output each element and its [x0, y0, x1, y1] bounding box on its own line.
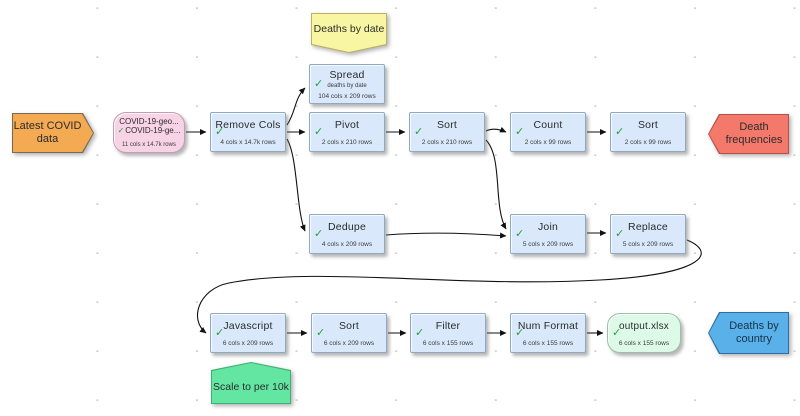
node-stats: 6 cols x 155 rows — [522, 340, 574, 347]
node-title: Replace — [628, 221, 668, 233]
node-count[interactable]: ✓ Count 2 cols x 99 rows — [510, 112, 586, 152]
flag-label: Death frequencies — [725, 121, 783, 146]
comment-scale-to-per-10k[interactable]: Scale to per 10k — [211, 362, 291, 404]
check-icon: ✓ — [414, 126, 424, 138]
check-icon: ✓ — [515, 126, 525, 138]
check-icon: ✓ — [314, 228, 324, 240]
node-stats: 6 cols x 209 rows — [222, 340, 274, 347]
check-icon: ✓ — [515, 327, 525, 339]
node-stats: 6 cols x 155 rows — [618, 340, 670, 347]
node-stats: 5 cols x 209 rows — [522, 241, 574, 248]
edge-sort-join — [485, 139, 507, 230]
node-title: output.xlsx — [618, 321, 669, 332]
flag-shape — [708, 312, 789, 354]
flag-label: Latest COVID data — [13, 120, 82, 145]
edge-replace-javascript — [197, 239, 702, 334]
node-pivot[interactable]: ✓ Pivot 2 cols x 210 rows — [309, 112, 385, 152]
edge-dedupe-join — [385, 232, 507, 239]
edge-removecols-spread — [286, 87, 306, 126]
note-shape — [311, 13, 387, 53]
check-icon: ✓ — [615, 126, 625, 138]
node-filter[interactable]: ✓ Filter 6 cols x 155 rows — [410, 313, 486, 353]
node-stats: 2 cols x 210 rows — [321, 139, 373, 146]
node-title: Dedupe — [328, 221, 366, 233]
check-icon: ✓ — [612, 327, 622, 339]
node-comment: deaths by date — [327, 83, 367, 89]
node-sort-1[interactable]: ✓ Sort 2 cols x 210 rows — [409, 112, 485, 152]
check-icon: ✓ — [117, 126, 125, 136]
node-stats: 6 cols x 155 rows — [422, 340, 474, 347]
node-javascript[interactable]: ✓ Javascript 6 cols x 209 rows — [210, 313, 286, 353]
flag-deaths-by-country[interactable]: Deaths by country — [708, 312, 789, 354]
node-title: Sort — [637, 119, 659, 131]
node-stats: 2 cols x 99 rows — [624, 139, 672, 146]
node-title: Filter — [435, 320, 461, 332]
node-title: Pivot — [334, 119, 360, 131]
edge-removecols-dedupe — [286, 138, 306, 232]
node-replace[interactable]: ✓ Replace 5 cols x 209 rows — [610, 214, 686, 254]
node-source-covid-data[interactable]: COVID-19-geo... ✓COVID-19-ge... 11 cols … — [113, 112, 185, 153]
node-title: Count — [533, 119, 563, 131]
node-title: Num Format — [517, 320, 579, 332]
node-stats: 4 cols x 14.7k rows — [220, 139, 276, 146]
check-icon: ✓ — [415, 327, 425, 339]
note-label: Scale to per 10k — [213, 380, 289, 393]
node-title: Spread — [329, 69, 365, 81]
note-shape — [211, 362, 291, 404]
check-icon: ✓ — [316, 327, 326, 339]
node-title: Remove Cols — [215, 119, 281, 131]
check-icon: ✓ — [215, 327, 225, 339]
node-stats: 104 cols x 209 rows — [318, 93, 376, 100]
node-output-xlsx[interactable]: ✓ output.xlsx 6 cols x 155 rows — [607, 313, 681, 353]
flag-shape — [708, 114, 789, 154]
check-icon: ✓ — [615, 228, 625, 240]
note-label: Deaths by date — [313, 22, 385, 35]
check-icon: ✓ — [314, 126, 324, 138]
node-stats: 5 cols x 209 rows — [622, 241, 674, 248]
flag-label: Deaths by country — [729, 320, 779, 345]
node-title: Sort — [436, 119, 458, 131]
node-title: Javascript — [223, 320, 273, 332]
node-join[interactable]: ✓ Join 5 cols x 209 rows — [510, 214, 586, 254]
source-file-1: COVID-19-geo... — [119, 117, 179, 126]
check-icon: ✓ — [314, 78, 324, 90]
node-stats: 2 cols x 210 rows — [421, 139, 473, 146]
source-file-2: ✓COVID-19-ge... — [117, 126, 181, 136]
node-remove-cols[interactable]: ✓ Remove Cols 4 cols x 14.7k rows — [210, 112, 286, 152]
node-title: Join — [537, 221, 559, 233]
node-stats: 11 cols x 14.7k rows — [122, 142, 176, 148]
node-title: Sort — [338, 320, 360, 332]
node-stats: 4 cols x 209 rows — [321, 241, 373, 248]
flag-latest-covid-data[interactable]: Latest COVID data — [12, 113, 94, 153]
edge-sort-count — [485, 126, 507, 133]
flag-death-frequencies[interactable]: Death frequencies — [708, 114, 789, 154]
check-icon: ✓ — [515, 228, 525, 240]
node-dedupe[interactable]: ✓ Dedupe 4 cols x 209 rows — [309, 214, 385, 254]
flag-shape — [12, 113, 94, 153]
node-spread[interactable]: ✓ Spread deaths by date 104 cols x 209 r… — [309, 64, 385, 104]
node-stats: 6 cols x 209 rows — [323, 340, 375, 347]
check-icon: ✓ — [215, 126, 225, 138]
node-stats: 2 cols x 99 rows — [524, 139, 572, 146]
comment-deaths-by-date[interactable]: Deaths by date — [311, 13, 387, 53]
node-sort-3[interactable]: ✓ Sort 6 cols x 209 rows — [311, 313, 387, 353]
node-num-format[interactable]: ✓ Num Format 6 cols x 155 rows — [510, 313, 586, 353]
node-sort-2[interactable]: ✓ Sort 2 cols x 99 rows — [610, 112, 686, 152]
